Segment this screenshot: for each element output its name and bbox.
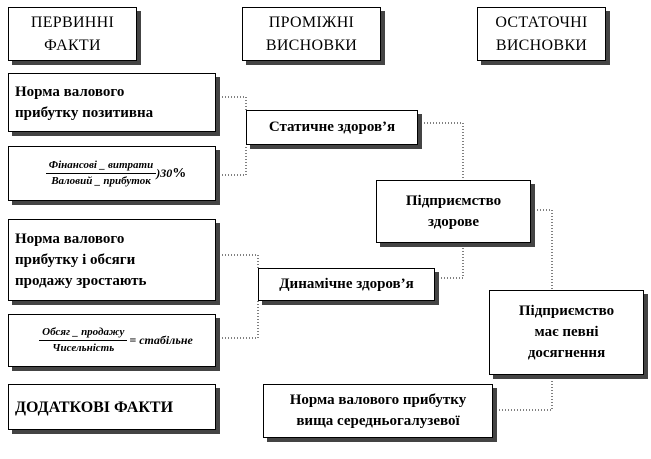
expenses-threshold: )30% [156,166,187,181]
link-healthy-to-achievements [531,209,553,290]
header-intermediate-conclusions: ПРОМІЖНІ ВИСНОВКИ [242,7,381,61]
sales-fraction: Обсяг _ продажу Чисельність [39,326,128,355]
fact-expenses-ratio: Фінансові _ витрати Валовий _ прибуток )… [8,146,216,201]
conclusion-dynamic-health: Динамічне здоров’я [258,268,435,301]
link-growth-to-dynamic [216,254,259,268]
fact-above-industry-average: Норма валового прибутку вища середньогал… [263,384,493,438]
conclusion-enterprise-healthy: Підприємство здорове [376,180,531,243]
link-static-to-healthy [418,122,464,180]
conclusion-enterprise-achievements: Підприємство має певні досягнення [489,290,644,375]
conclusion-static-health: Статичне здоров’я [246,110,418,145]
link-salesratio-to-dynamic [216,301,259,339]
link-dynamic-to-healthy [435,243,464,279]
header-final-conclusions: ОСТАТОЧНІ ВИСНОВКИ [477,7,606,61]
label-additional-facts: ДОДАТКОВІ ФАКТИ [8,384,216,430]
header-primary-facts: ПЕРВИННІ ФАКТИ [8,7,137,61]
link-expenses-to-static [216,145,247,176]
fact-sales-per-employee: Обсяг _ продажу Чисельність = стабільне [8,314,216,367]
link-margin-to-static [216,96,247,110]
link-industry-to-achievements [493,375,553,411]
fact-margin-and-sales-grow: Норма валового прибутку і обсяги продажу… [8,219,216,301]
expenses-fraction: Фінансові _ витрати Валовий _ прибуток [45,159,157,188]
fact-gross-margin-positive: Норма валового прибутку позитивна [8,73,216,132]
